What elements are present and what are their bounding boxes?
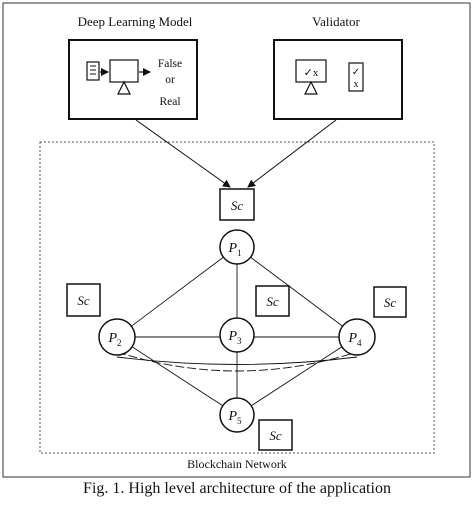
svg-text:P1: P1 [227,241,241,258]
document-icon [86,61,100,81]
validator-title: Validator [312,14,360,29]
svg-text:P4: P4 [347,331,362,348]
svg-text:P5: P5 [227,409,242,426]
deep-learning-model-box: Deep Learning Model False or Real [68,14,198,120]
deep-learning-model-title: Deep Learning Model [78,14,193,29]
validator-doc-check: ✓ [352,67,360,78]
validator-screen-mark: ✓x [304,67,319,79]
svg-text:Sc: Sc [266,294,279,309]
figure-caption: Fig. 1. High level architecture of the a… [83,480,391,497]
deep-learning-model-frame [68,39,198,120]
validator-doc-x: x [354,79,359,90]
validator-monitor-icon [295,59,327,95]
node-p3: P3 [219,317,255,353]
svg-text:P3: P3 [227,329,242,346]
validator-box: Validator ✓x ✓ x [273,14,403,120]
svg-text:Sc: Sc [231,198,244,213]
output-false-label: False [158,58,182,70]
blockchain-network-label: Blockchain Network [187,457,287,471]
blockchain-network-region [39,141,435,454]
validator-frame [273,39,403,120]
architecture-diagram: Blockchain Network Deep Learning Model F… [2,2,471,478]
svg-text:P2: P2 [107,331,121,348]
monitor-icon [109,59,139,95]
arrow-model-to-sc [135,119,231,188]
arrow-validator-to-sc [247,119,337,188]
outer-frame [2,2,471,478]
smart-contract-right: Sc [373,286,407,318]
node-p1: P1 [219,229,255,265]
smart-contract-top: Sc [219,188,255,221]
smart-contract-left: Sc [66,283,101,317]
svg-text:Sc: Sc [77,293,90,308]
node-p5: P5 [219,397,255,433]
node-p4: P4 [338,318,376,356]
svg-text:Sc: Sc [269,428,282,443]
output-or-label: or [165,74,175,86]
node-p2: P2 [98,318,136,356]
svg-text:Sc: Sc [384,295,397,310]
validator-document-icon [348,62,364,92]
smart-contract-bottom: Sc [258,419,293,451]
output-real-label: Real [159,96,180,108]
smart-contract-center: Sc [255,285,290,317]
